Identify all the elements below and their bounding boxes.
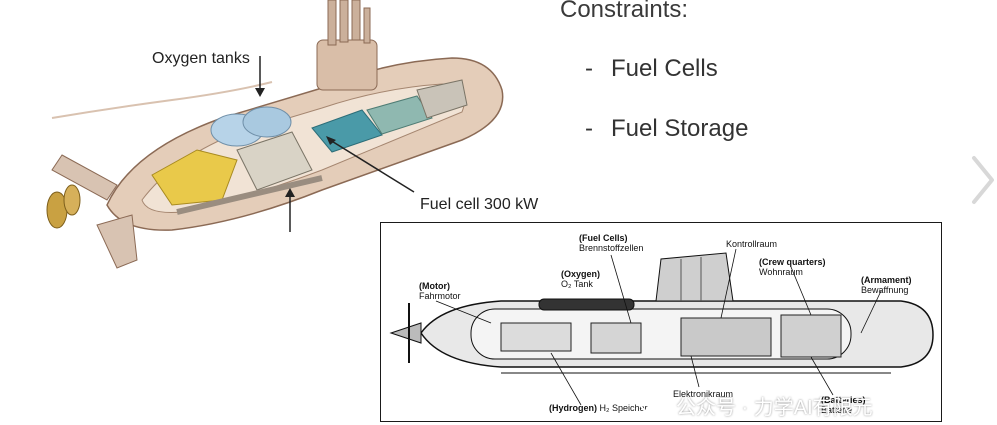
label-en: (Oxygen) bbox=[561, 269, 601, 279]
label-de: Bewaffnung bbox=[861, 285, 909, 295]
label-de: O₂ Tank bbox=[561, 279, 593, 289]
watermark-text: 公众号 · 力学AI有限元 bbox=[676, 396, 873, 419]
label-en: (Motor) bbox=[419, 281, 450, 291]
label-de: H₂ Speicher bbox=[599, 403, 648, 413]
technical-drawing-svg bbox=[389, 248, 934, 406]
label-hydrogen: (Hydrogen) H₂ Speicher bbox=[549, 403, 648, 413]
label-de: Batterie bbox=[821, 405, 853, 415]
wechat-icon bbox=[640, 395, 669, 415]
label-en: (Armament) bbox=[861, 275, 912, 285]
label-de: Fahrmotor bbox=[419, 291, 461, 301]
label-de: Elektronikraum bbox=[673, 389, 734, 399]
bullet-text: Fuel Storage bbox=[611, 115, 749, 142]
label-electronics: Elektronikraum bbox=[673, 389, 733, 399]
bullet-dash: - bbox=[585, 115, 593, 142]
label-oxygen: (Oxygen) O₂ Tank bbox=[561, 269, 600, 289]
label-en: (Hydrogen) bbox=[549, 403, 597, 413]
label-fuel-cells: (Fuel Cells) Brennstoffzellen bbox=[579, 233, 643, 253]
submarine-cutaway-illustration bbox=[22, 0, 562, 290]
submarine-technical-drawing: (Fuel Cells) Brennstoffzellen Kontrollra… bbox=[380, 222, 942, 422]
label-de: Kontrollraum bbox=[726, 239, 778, 249]
label-en: (Fuel Cells) bbox=[579, 233, 628, 243]
label-de: Wohnraum bbox=[759, 267, 803, 277]
bullet-fuel-storage: -Fuel Storage bbox=[585, 115, 748, 143]
fuel-cell-callout: Fuel cell 300 kW bbox=[420, 196, 539, 213]
label-en: (Batteries) bbox=[821, 395, 866, 405]
bullet-fuel-cells: -Fuel Cells bbox=[585, 55, 718, 83]
label-control-room: Kontrollraum bbox=[726, 239, 777, 249]
label-armament: (Armament) Bewaffnung bbox=[861, 275, 912, 295]
slide-title: Constraints: bbox=[560, 0, 689, 23]
oxygen-tanks-callout: Oxygen tanks bbox=[152, 50, 250, 67]
label-crew-quarters: (Crew quarters) Wohnraum bbox=[759, 257, 826, 277]
label-de: Brennstoffzellen bbox=[579, 243, 644, 253]
submarine-cutaway-drawing bbox=[46, 0, 504, 269]
bullet-dash: - bbox=[585, 55, 593, 82]
label-batteries: (Batteries) Batterie bbox=[821, 395, 866, 415]
label-motor: (Motor) Fahrmotor bbox=[419, 281, 461, 301]
chevron-right-icon bbox=[972, 156, 994, 204]
label-en: (Crew quarters) bbox=[759, 257, 826, 267]
next-slide-button[interactable] bbox=[968, 150, 996, 210]
watermark: 公众号 · 力学AI有限元 bbox=[640, 390, 873, 420]
bullet-text: Fuel Cells bbox=[611, 55, 718, 82]
